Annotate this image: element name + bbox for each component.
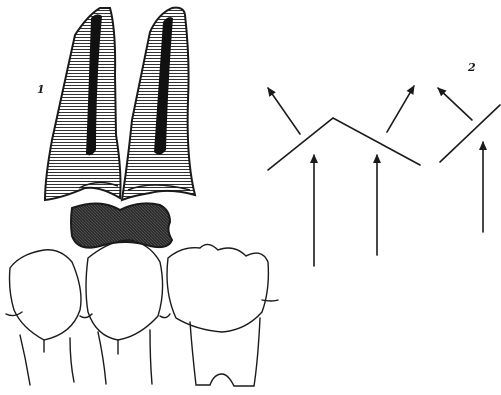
surface-right: [440, 105, 500, 162]
resolved-arrow-1: [268, 88, 300, 134]
figure-1-label: 1: [37, 83, 45, 96]
upper-left-tooth: [45, 8, 121, 200]
figure-2-label: 2: [468, 61, 476, 74]
resolved-arrow-3: [438, 88, 472, 120]
force-diagram: [268, 86, 500, 266]
lower-teeth: [6, 240, 278, 386]
surface-left: [268, 118, 420, 170]
resolved-arrow-2: [387, 86, 414, 132]
